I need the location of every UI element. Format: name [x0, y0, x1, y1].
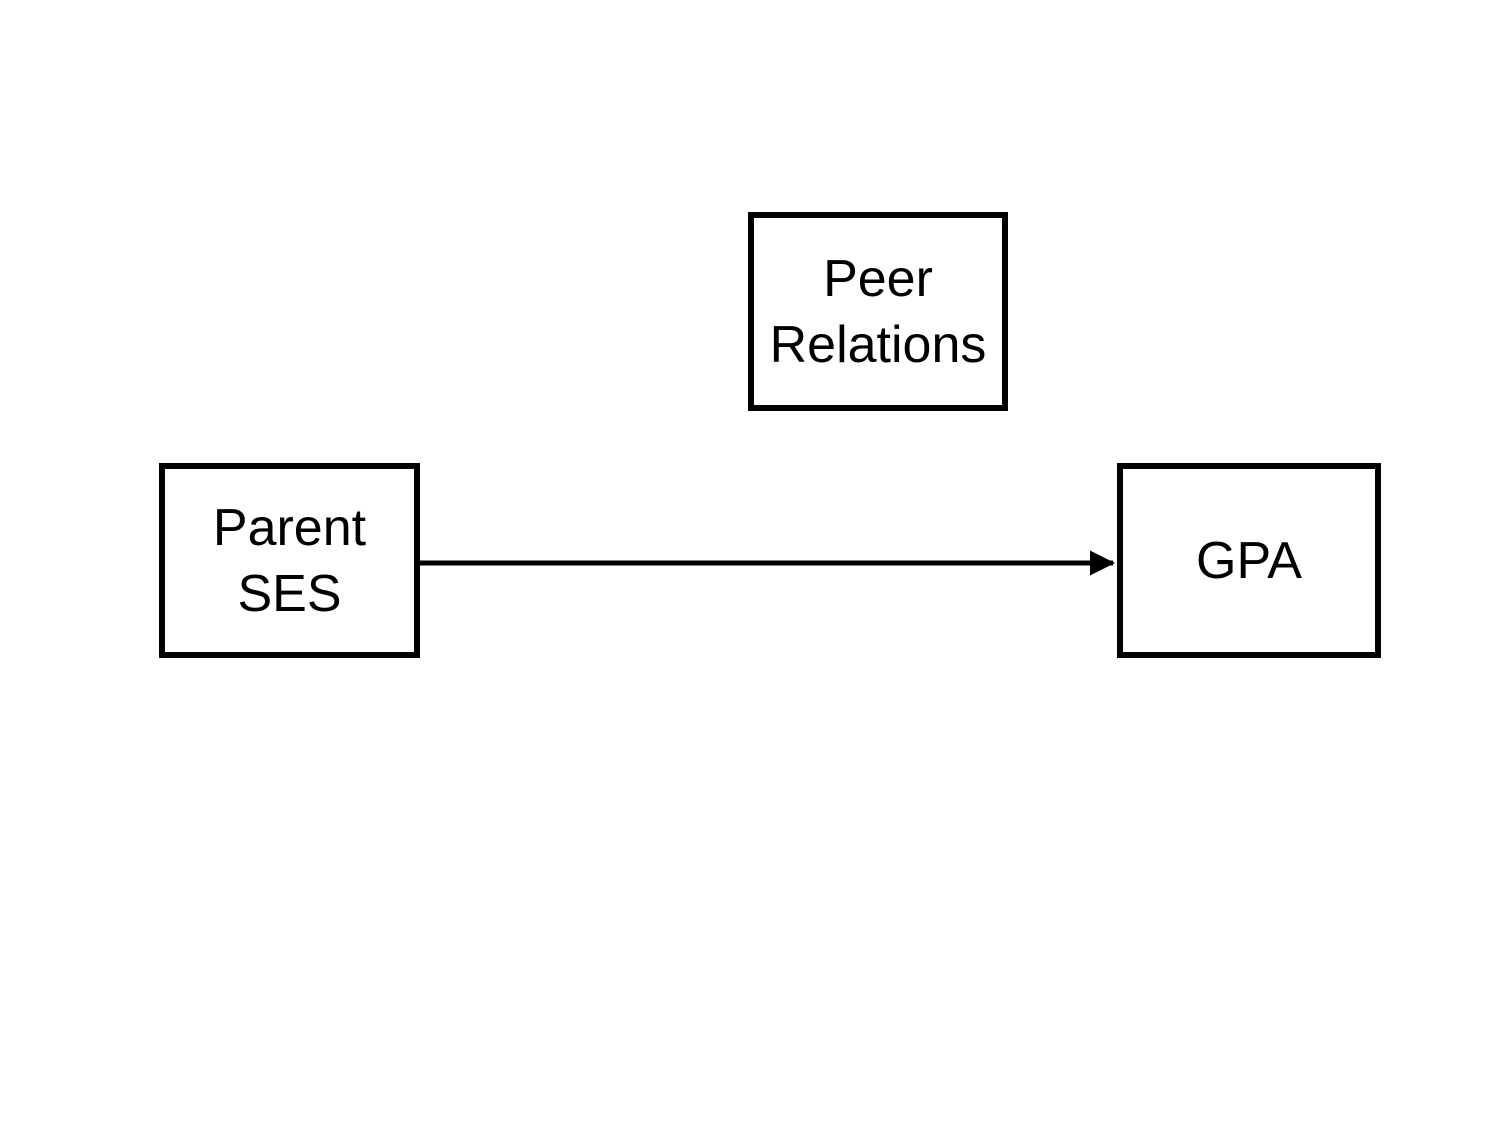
node-parent-ses-label-line-2: SES	[237, 564, 342, 623]
node-parent-ses-label-line-1: Parent	[212, 498, 367, 557]
node-peer-relations[interactable]: Peer Relations	[748, 212, 1008, 411]
node-peer-relations-label-line-1: Peer	[823, 249, 933, 308]
node-gpa-label-line-1: GPA	[1196, 531, 1302, 590]
node-peer-relations-label-line-2: Relations	[769, 315, 987, 374]
node-parent-ses[interactable]: Parent SES	[159, 463, 420, 658]
node-gpa[interactable]: GPA	[1117, 463, 1381, 658]
